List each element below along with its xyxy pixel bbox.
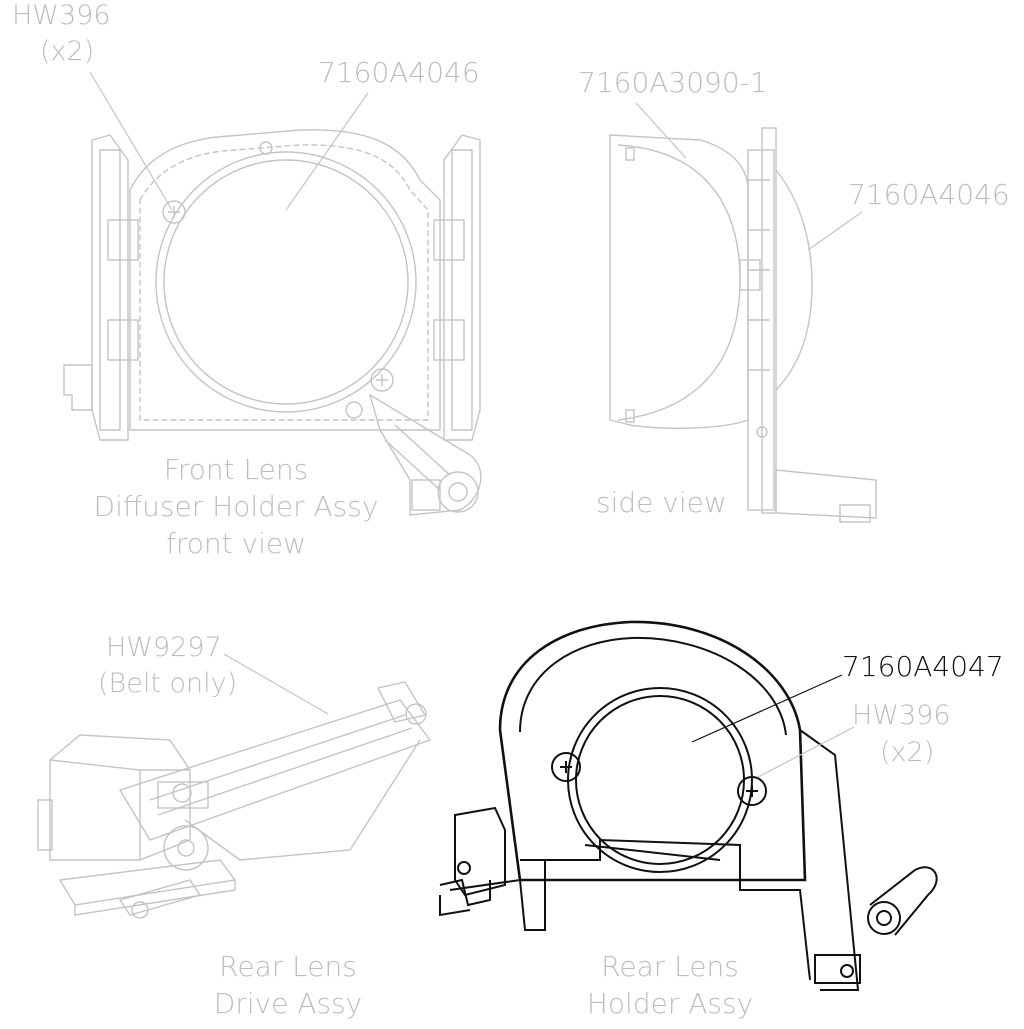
leader-7160a3090-1 [635,102,687,159]
leader-hw9297 [223,653,329,715]
side-view-drawing [609,127,877,523]
caption-drive-line1: Rear Lens [219,950,357,983]
callout-hw396-bottom: HW396 [852,700,951,731]
leader-hw396-bottom [757,726,855,778]
callout-hw396-top: HW396 [12,0,111,31]
callout-7160a4046-front: 7160A4046 [318,56,480,89]
leader-7160a4047 [691,674,843,743]
caption-holder-line2: Holder Assy [586,987,754,1020]
caption-front-line2: Diffuser Holder Assy [93,490,379,523]
caption-side-view: side view [596,486,727,519]
leader-hw396-top [89,71,173,211]
leader-lines [89,71,863,778]
caption-holder-line1: Rear Lens [601,950,739,983]
callout-hw9297-note: (Belt only) [98,668,238,699]
leader-7160a4046-side [807,211,863,251]
leader-7160a4046-front [285,92,369,211]
rear-lens-holder-assy-drawing [439,620,938,991]
rear-lens-drive-assy-drawing [37,681,432,919]
callout-7160a4046-side: 7160A4046 [848,178,1010,211]
caption-front-line3: front view [166,527,306,560]
callout-hw9297: HW9297 [106,632,222,663]
caption-drive-line2: Drive Assy [213,987,363,1020]
callout-hw396-bottom-qty: (x2) [880,737,935,768]
callout-hw396-top-qty: (x2) [40,36,95,67]
callout-7160a4047: 7160A4047 [842,650,1004,683]
caption-front-line1: Front Lens [163,453,309,486]
callout-7160a3090-1: 7160A3090-1 [578,66,768,99]
front-lens-diffuser-holder-front-view [63,129,482,516]
